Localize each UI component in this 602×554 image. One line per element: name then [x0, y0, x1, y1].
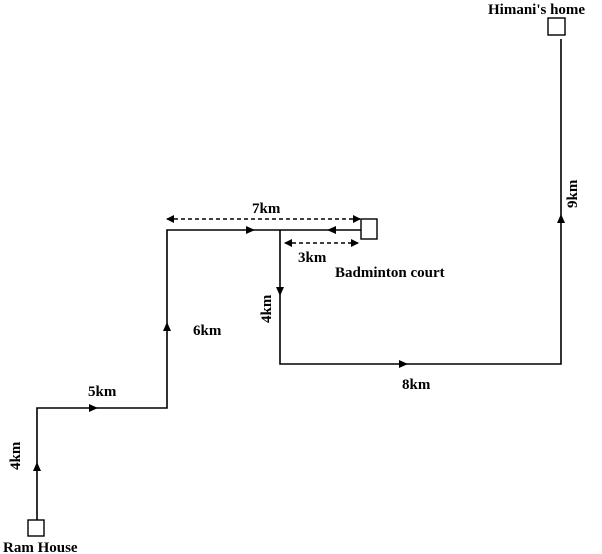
arrow-south [276, 287, 284, 296]
badminton-court-label: Badminton court [335, 265, 445, 281]
distance-label-east-to-court: 7km [252, 201, 281, 217]
distance-label-court-back: 3km [298, 250, 327, 266]
arrow-north-1 [33, 462, 41, 471]
arrow-north-2 [163, 322, 171, 331]
himani-home-box [547, 17, 566, 36]
himani-home-label: Himani's home [488, 2, 585, 18]
dash-head-left-7km [166, 215, 174, 223]
dash-head-right-3km [351, 239, 359, 247]
dash-head-left-3km [284, 239, 292, 247]
distance-label-second-north: 6km [193, 323, 222, 339]
distance-label-east-long: 8km [402, 377, 431, 393]
route-line-south-east [279, 39, 562, 365]
arrow-west-court [327, 226, 336, 234]
arrow-north-3 [557, 214, 565, 223]
route-line [36, 229, 280, 520]
distance-label-south: 4km [259, 294, 275, 323]
ram-house-label: Ram House [3, 540, 78, 554]
arrow-east-1 [89, 404, 98, 412]
distance-label-first-east: 5km [88, 384, 117, 400]
arrow-east-3 [399, 360, 408, 368]
distance-label-first-north: 4km [8, 441, 24, 470]
ram-house-box [27, 519, 45, 537]
dash-head-right-7km [353, 215, 361, 223]
badminton-court-box [360, 218, 378, 240]
arrow-east-2 [246, 226, 255, 234]
distance-label-final-north: 9km [565, 179, 581, 208]
